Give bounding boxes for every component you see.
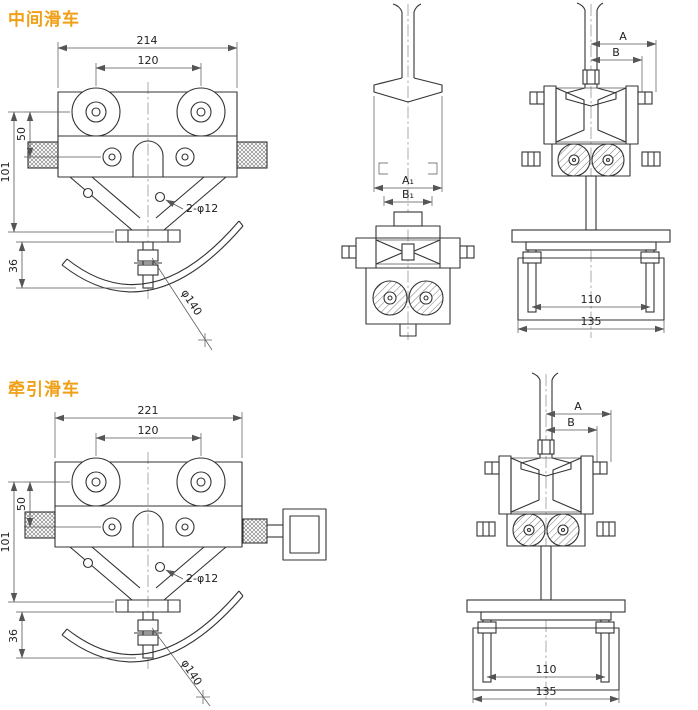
towing-attachment [242, 508, 327, 561]
hole-left [82, 187, 94, 199]
hanger-bolt-left [482, 619, 492, 683]
knurled-knob-left [27, 141, 59, 169]
side-plate-right [439, 237, 461, 269]
dim-101-label: 101 [0, 162, 12, 183]
dim-36-label: 36 [7, 629, 20, 643]
middle-trolley-rail-view: A₁ B₁ [341, 3, 475, 340]
holes-leader [165, 199, 184, 210]
trolley-side [521, 85, 661, 231]
groove-wheel [555, 87, 585, 143]
dim-saddle-dia-label: φ140 [178, 657, 204, 688]
dim-bolt-spacing-label: 110 [536, 663, 557, 676]
hanger-plate [69, 176, 227, 231]
dim-50-label: 50 [15, 127, 28, 141]
base-plate [511, 229, 671, 243]
saddle-arc [61, 590, 244, 663]
web-clamp-nut [582, 69, 600, 85]
dim-holes-label: 2-φ12 [186, 572, 218, 585]
dim-wheel-spacing-label: 120 [138, 54, 159, 67]
base-assembly: 110 135 [466, 599, 626, 703]
knurled-knob-right [236, 141, 268, 169]
clevis [393, 211, 423, 227]
section-title-towing-trolley: 牵引滑车 [8, 380, 80, 400]
dim-base-width-label: 135 [581, 315, 602, 328]
attachment-block [242, 518, 268, 544]
wheel-right [176, 457, 226, 507]
groove-wheel [375, 239, 405, 265]
dim-wheel-spacing-label: 120 [138, 424, 159, 437]
dim-overall-width-label: 221 [138, 404, 159, 417]
dim-b-label: B [612, 46, 620, 59]
dim-101-label: 101 [0, 532, 12, 553]
dim-saddle-dia-label: φ140 [178, 287, 204, 318]
dim-a1-label: A₁ [402, 174, 414, 187]
trolley-body [57, 91, 238, 178]
small-trolley-side [341, 211, 475, 337]
clamp-box [472, 627, 620, 691]
hole-right [154, 561, 166, 573]
trolley-side [476, 455, 616, 601]
base-plate [466, 599, 626, 613]
dim-overall-width-label: 214 [137, 34, 158, 47]
wheel-left [71, 87, 121, 137]
hex-nut [137, 619, 159, 632]
dim-a-label: A [574, 400, 582, 413]
clamp-box [517, 257, 665, 321]
side-plate-right [625, 85, 639, 145]
dim-b1-label: B₁ [402, 188, 414, 201]
center-arch [132, 510, 164, 547]
side-nut-left [476, 521, 496, 537]
dim-50-label: 50 [15, 497, 28, 511]
hanger-bolt-right [600, 619, 610, 683]
side-nut-right [596, 521, 616, 537]
hex-nut [137, 249, 159, 262]
hanger-bolt-left [527, 249, 537, 313]
side-nut-left [521, 151, 541, 167]
side-nut-right [641, 151, 661, 167]
side-plate-left [498, 455, 512, 515]
dim-a-label: A [619, 30, 627, 43]
hanger-bolt-right [645, 249, 655, 313]
dim-36-label: 36 [7, 259, 20, 273]
dim-base-width-label: 135 [536, 685, 557, 698]
side-plate-left [543, 85, 557, 145]
saddle-arc [61, 220, 244, 293]
knurled-knob-left [24, 511, 56, 539]
saddle-dia-leader [151, 257, 213, 351]
suspension-shaft [585, 175, 597, 231]
towing-frame [282, 508, 327, 561]
towing-trolley-front-view: φ140 2-φ12 221 120 50 101 36 [0, 404, 327, 707]
side-plate-left [355, 237, 377, 269]
base-assembly: 110 135 [511, 229, 671, 333]
center-arch [132, 140, 164, 177]
hole-left [82, 557, 94, 569]
section-title-middle-trolley: 中间滑车 [8, 10, 80, 30]
trolley-body [54, 461, 243, 548]
hex-nut [137, 264, 159, 276]
groove-wheel [510, 457, 540, 513]
saddle-dia-leader [151, 627, 211, 707]
hex-nut [137, 634, 159, 646]
hanger-plate [69, 546, 227, 601]
hole-right [154, 191, 166, 203]
side-plate-right [580, 455, 594, 515]
dim-holes-label: 2-φ12 [186, 202, 218, 215]
middle-trolley-front-view: φ140 2-φ12 214 120 50 101 36 [0, 34, 268, 351]
holes-leader [165, 569, 184, 580]
bottom-tab [399, 323, 417, 337]
wheel-right [176, 87, 226, 137]
towing-trolley-side-view: A B [466, 372, 626, 706]
i-beam [373, 3, 443, 103]
dim-bolt-spacing-label: 110 [581, 293, 602, 306]
suspension-shaft [540, 545, 552, 601]
dim-b-label: B [567, 416, 575, 429]
section-mark-left [378, 162, 388, 175]
wheel-left [71, 457, 121, 507]
middle-trolley-side-view: A B [511, 2, 671, 338]
web-clamp-nut [537, 439, 555, 455]
section-mark-right [428, 162, 438, 175]
